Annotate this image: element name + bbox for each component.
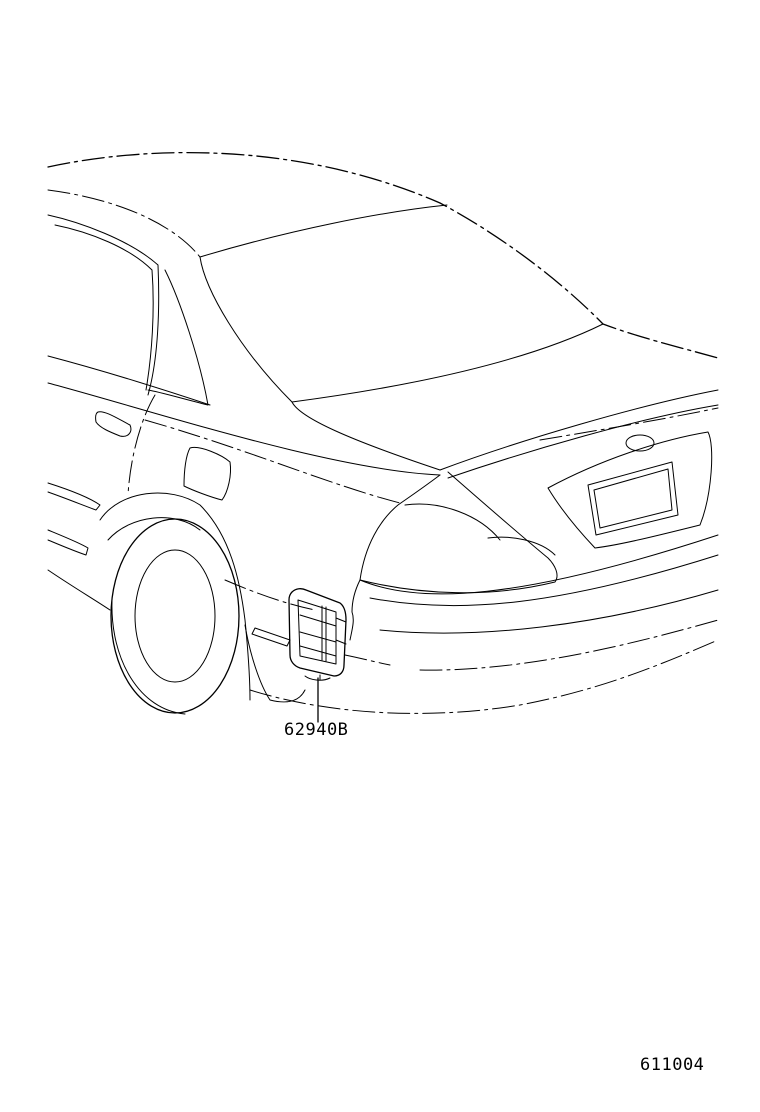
bumper-side-edge [349,579,361,641]
bumper-bottom [249,639,719,714]
belt-line [47,355,211,406]
side-rocker [47,569,111,611]
rear-tire [110,518,240,714]
illustration-number: 611004 [640,1055,705,1075]
roof-rail [47,189,201,258]
side-window-inner [54,224,154,391]
rear-wheel-rim [134,549,216,683]
bumper-line-1 [369,554,719,607]
license-plate [587,461,679,536]
side-molding-upper [47,482,101,511]
rear-window-bottom [291,323,604,403]
wheel-arch-inner [107,517,201,541]
bumper-top [359,534,719,595]
quarter-lower-line [224,579,316,611]
trunk-spoiler-line [539,407,719,441]
mudguard [244,624,306,703]
license-garnish [547,431,713,549]
tail-light-outer [359,471,558,594]
body-side-line [47,382,441,476]
rear-door-edge [127,394,156,496]
wheel-arch-outer [99,492,251,701]
license-plate-inner [593,468,673,529]
tire-sidewall [111,599,186,715]
trunk-lid-top [439,389,719,471]
side-window-frame [47,214,160,396]
roof-outline [47,151,719,359]
rear-window-top [199,204,448,258]
body-character-line [144,419,401,504]
c-pillar [147,269,209,406]
quarter-vent-duct [288,588,347,681]
rear-window-left [199,256,293,403]
rear-window-lower-edge [291,401,441,471]
bumper-line-3 [419,619,719,671]
door-handle [95,411,132,437]
fuel-lid [183,446,231,501]
tail-light-lens [487,536,556,556]
rear-emblem [625,434,655,452]
side-marker [251,627,291,647]
tail-light-inner [404,503,501,541]
part-number-label: 62940B [284,720,349,740]
bumper-line-2 [379,589,719,634]
side-molding-lower [47,529,89,556]
bumper-side-line [344,654,391,666]
trunk-lid-edge [447,404,719,479]
